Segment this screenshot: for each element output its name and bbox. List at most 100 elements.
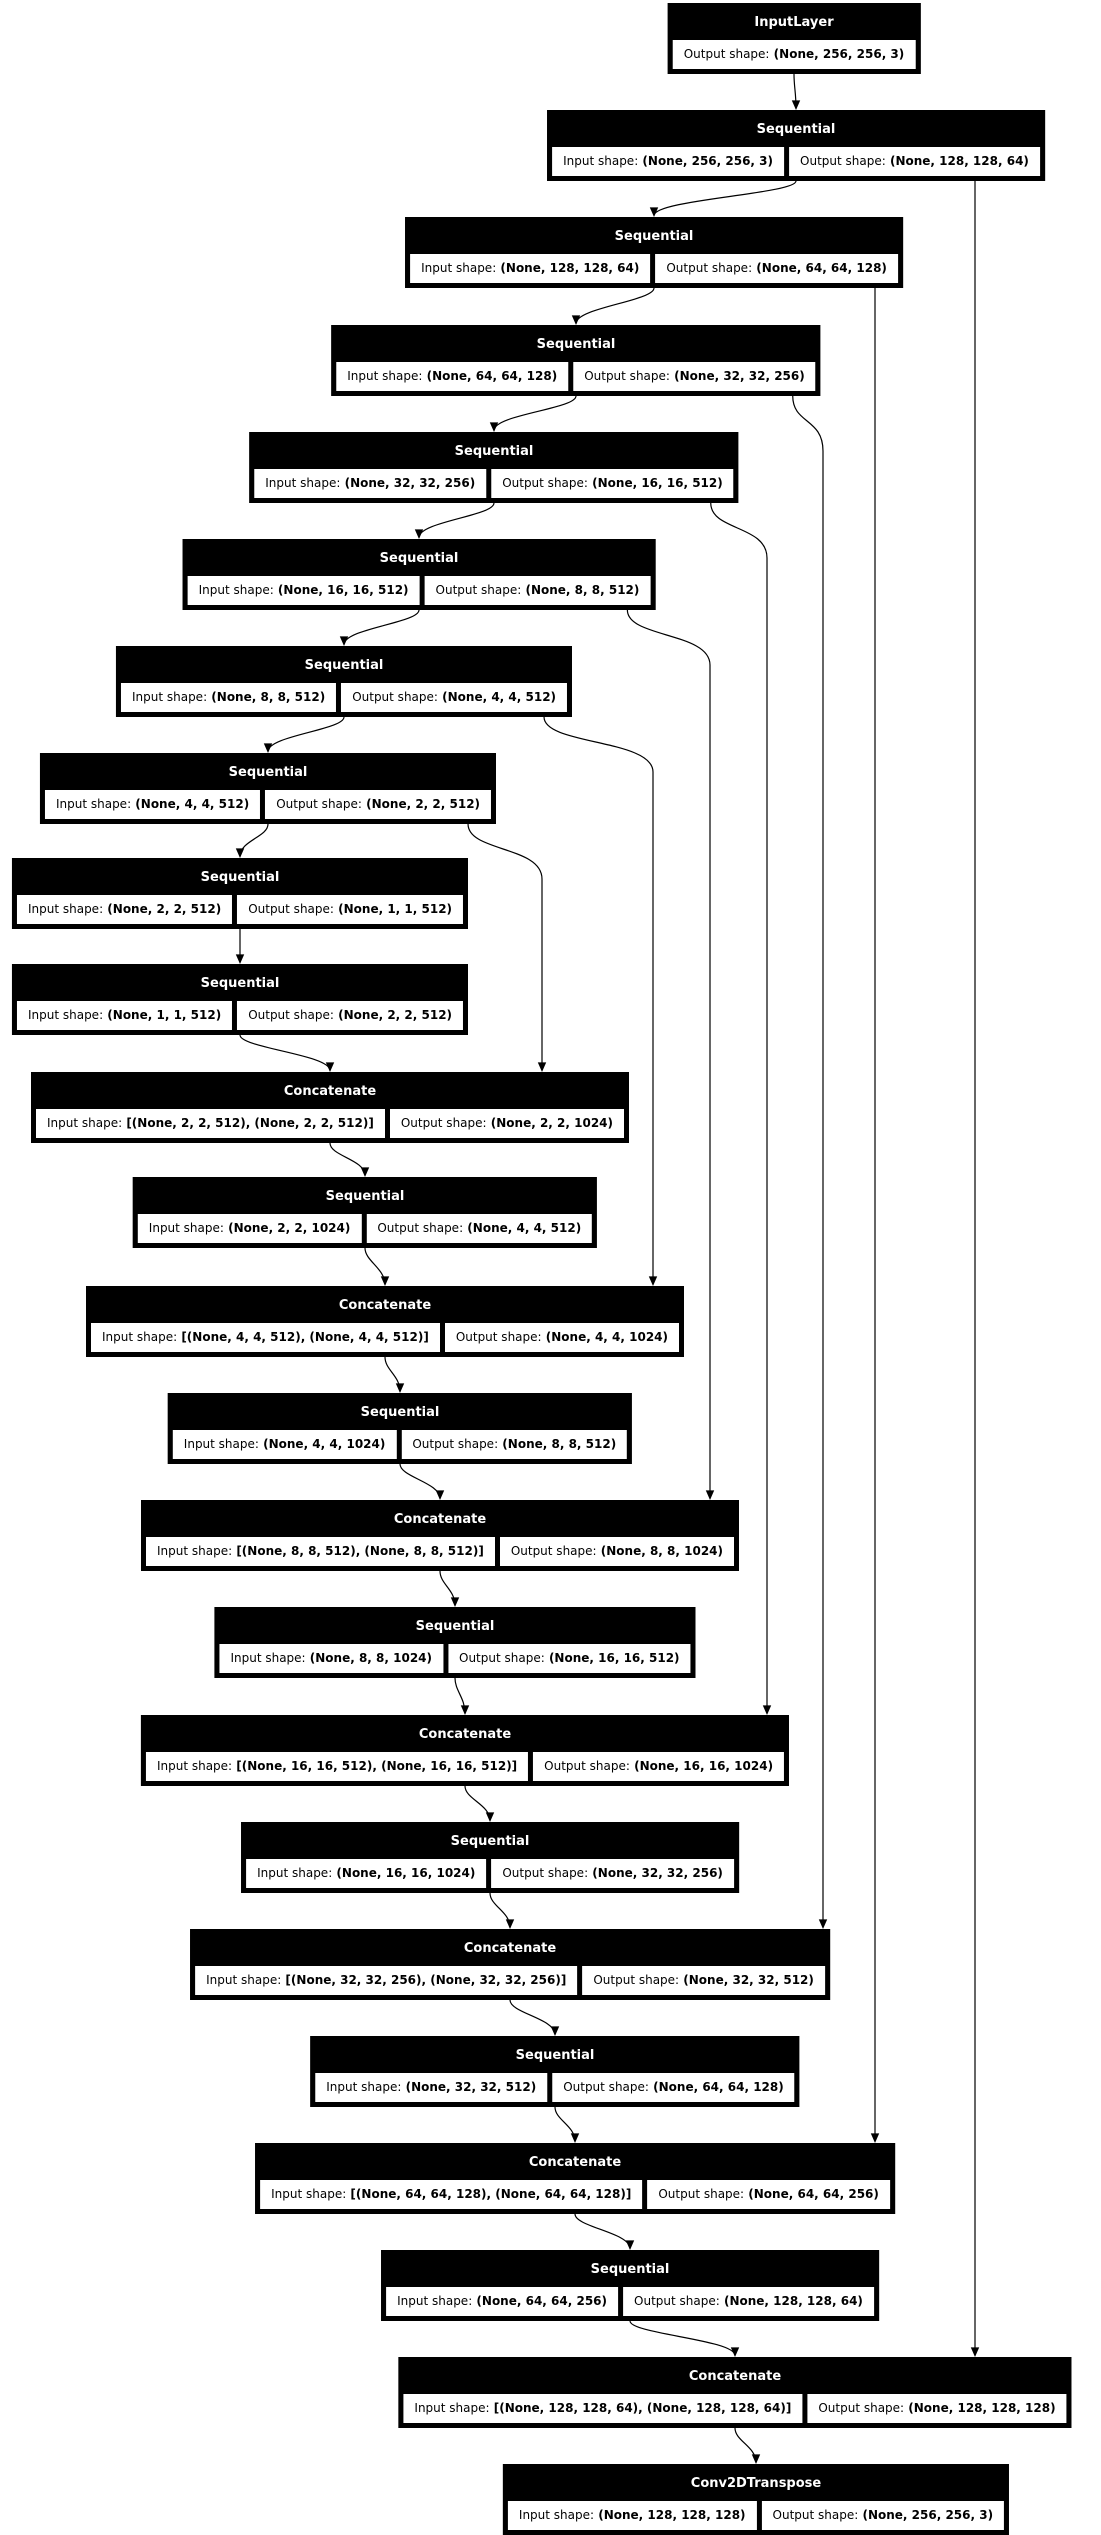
- output-shape-cell: Output shape: (None, 32, 32, 256): [491, 1859, 734, 1888]
- output-shape-cell: Output shape: (None, 16, 16, 512): [448, 1644, 691, 1673]
- edge-chain-n14-n15: [399, 1463, 445, 1500]
- shape-value: (None, 32, 32, 256): [669, 369, 805, 383]
- shape-label: Output shape:: [502, 476, 588, 490]
- shape-label: Output shape:: [455, 1330, 542, 1344]
- input-shape-cell: Input shape: (None, 128, 128, 128): [507, 2501, 757, 2530]
- input-shape-cell: Input shape: (None, 256, 256, 3): [552, 147, 785, 176]
- shape-value: (None, 64, 64, 256): [744, 2187, 879, 2201]
- shape-value: (None, 32, 32, 256): [340, 476, 476, 490]
- node-sequential-n14: Sequential Input shape: (None, 4, 4, 102…: [167, 1393, 633, 1464]
- node-sequential-n20: Sequential Input shape: (None, 32, 32, 5…: [310, 2036, 800, 2107]
- shape-value: (None, 4, 4, 512): [437, 690, 557, 704]
- edge-chain-n5-n6: [414, 502, 495, 539]
- edge-chain-n3-n4: [571, 287, 655, 325]
- edge-chain-n6-n7: [339, 609, 420, 646]
- shape-value: (None, 16, 16, 1024): [629, 1759, 774, 1773]
- layer-shape-cells: Input shape: [(None, 64, 64, 128), (None…: [256, 2180, 894, 2213]
- layer-shape-cells: Input shape: [(None, 32, 32, 256), (None…: [191, 1966, 829, 1999]
- shape-label: Output shape:: [666, 261, 753, 275]
- shape-label: Input shape:: [563, 154, 639, 168]
- node-sequential-n12: Sequential Input shape: (None, 2, 2, 102…: [132, 1177, 598, 1248]
- shape-value: [(None, 8, 8, 512), (None, 8, 8, 512)]: [232, 1544, 484, 1558]
- shape-label: Output shape:: [248, 1008, 334, 1022]
- output-shape-cell: Output shape: (None, 16, 16, 1024): [533, 1752, 785, 1781]
- shape-label: Input shape:: [265, 476, 341, 490]
- layer-shape-cells: Input shape: [(None, 4, 4, 512), (None, …: [87, 1323, 683, 1356]
- input-shape-cell: Input shape: (None, 128, 128, 64): [410, 254, 651, 283]
- shape-label: Input shape:: [102, 1330, 178, 1344]
- shape-value: [(None, 4, 4, 512), (None, 4, 4, 512)]: [177, 1330, 429, 1344]
- output-shape-cell: Output shape: (None, 8, 8, 512): [424, 576, 651, 605]
- output-shape-cell: Output shape: (None, 8, 8, 512): [401, 1430, 628, 1459]
- node-sequential-n16: Sequential Input shape: (None, 8, 8, 102…: [214, 1607, 696, 1678]
- layer-shape-cells: Input shape: (None, 1, 1, 512)Output sha…: [13, 1001, 467, 1034]
- output-shape-cell: Output shape: (None, 4, 4, 1024): [444, 1323, 679, 1352]
- shape-value: (None, 32, 32, 512): [401, 2080, 537, 2094]
- shape-value: (None, 128, 128, 128): [904, 2401, 1056, 2415]
- output-shape-cell: Output shape: (None, 128, 128, 128): [807, 2394, 1067, 2423]
- edge-chain-n19-n20: [509, 1999, 560, 2036]
- shape-value: (None, 2, 2, 512): [361, 797, 481, 811]
- input-shape-cell: Input shape: [(None, 32, 32, 256), (None…: [195, 1966, 578, 1995]
- layer-shape-cells: Input shape: (None, 4, 4, 512) Output sha…: [41, 790, 495, 823]
- layer-type-title: Concatenate: [338, 1298, 432, 1313]
- shape-value: (None, 2, 2, 1024): [223, 1221, 351, 1235]
- output-shape-cell: Output shape: (None, 2, 2, 1024): [389, 1109, 624, 1138]
- layer-shape-cells: Input shape: (None, 4, 4, 1024)Output sh…: [169, 1430, 631, 1463]
- layer-shape-cells: Input shape: [(None, 128, 128, 64), (Non…: [399, 2394, 1070, 2427]
- shape-label: Input shape:: [326, 2080, 402, 2094]
- input-shape-cell: Input shape: (None, 4, 4, 512): [44, 790, 261, 819]
- shape-label: Input shape:: [148, 1221, 224, 1235]
- shape-value: (None, 256, 256, 3): [638, 154, 774, 168]
- shape-label: Input shape:: [414, 2401, 490, 2415]
- shape-label: Output shape:: [634, 2294, 720, 2308]
- shape-value: (None, 1, 1, 512): [103, 1008, 222, 1022]
- edge-chain-n18-n19: [489, 1892, 515, 1929]
- input-shape-cell: Input shape: (None, 8, 8, 1024): [219, 1644, 444, 1673]
- shape-value: [(None, 2, 2, 512), (None, 2, 2, 512)]: [122, 1116, 374, 1130]
- edge-chain-n22-n23: [629, 2320, 740, 2357]
- shape-label: Output shape:: [510, 1544, 597, 1558]
- layer-type-title: Sequential: [756, 122, 836, 137]
- layer-type-title: Concatenate: [528, 2155, 622, 2170]
- shape-value: (None, 4, 4, 1024): [541, 1330, 668, 1344]
- shape-value: (None, 16, 16, 512): [273, 583, 409, 597]
- layer-type-title: Sequential: [614, 229, 694, 244]
- output-shape-cell: Output shape: (None, 16, 16, 512): [491, 469, 734, 498]
- shape-label: Output shape:: [584, 369, 670, 383]
- shape-label: Output shape:: [412, 1437, 499, 1451]
- edge-chain-n23-n24: [734, 2427, 761, 2464]
- shape-label: Input shape:: [47, 1116, 123, 1130]
- layer-shape-cells: Input shape: (None, 32, 32, 256)Output s…: [250, 469, 737, 502]
- input-shape-cell: Input shape: (None, 2, 2, 1024): [137, 1214, 362, 1243]
- edge-skip-n6-n15: [626, 609, 715, 1500]
- layer-shape-cells: Input shape: (None, 64, 64, 128)Output s…: [332, 362, 819, 395]
- input-shape-cell: Input shape: (None, 8, 8, 512): [120, 683, 337, 712]
- shape-value: (None, 16, 16, 1024): [332, 1866, 476, 1880]
- shape-value: (None, 64, 64, 128): [752, 261, 887, 275]
- edge-skip-n8-n11: [467, 823, 547, 1072]
- edge-chain-n11-n12: [329, 1142, 370, 1177]
- shape-label: Output shape:: [563, 2080, 649, 2094]
- layer-type-title: Sequential: [200, 976, 280, 991]
- shape-label: Output shape:: [276, 797, 362, 811]
- shape-value: [(None, 64, 64, 128), (None, 64, 64, 128…: [346, 2187, 632, 2201]
- edge-chain-n13-n14: [384, 1356, 405, 1393]
- shape-label: Output shape:: [400, 1116, 487, 1130]
- input-shape-cell: Input shape: (None, 32, 32, 256): [254, 469, 487, 498]
- shape-value: (None, 64, 64, 128): [648, 2080, 784, 2094]
- input-shape-cell: Input shape: [(None, 8, 8, 512), (None, …: [146, 1537, 495, 1566]
- layer-type-title: Concatenate: [688, 2369, 782, 2384]
- node-concatenate-n21: Concatenate Input shape: [(None, 64, 64,…: [255, 2143, 895, 2214]
- input-shape-cell: Input shape: [(None, 16, 16, 512), (None…: [145, 1752, 529, 1781]
- input-shape-cell: Input shape: [(None, 2, 2, 512), (None, …: [36, 1109, 385, 1138]
- edge-chain-n21-n22: [574, 2213, 635, 2250]
- layer-shape-cells: Input shape: [(None, 16, 16, 512), (None…: [142, 1752, 788, 1785]
- layer-shape-cells: Input shape: [(None, 8, 8, 512), (None, …: [142, 1537, 738, 1570]
- node-concatenate-n13: Concatenate Input shape: [(None, 4, 4, 5…: [86, 1286, 684, 1357]
- layer-shape-cells: Input shape: (None, 128, 128, 128)Output…: [504, 2501, 1008, 2534]
- shape-value: (None, 32, 32, 512): [679, 1973, 814, 1987]
- layer-type-title: Concatenate: [393, 1512, 487, 1527]
- shape-label: Input shape:: [183, 1437, 259, 1451]
- shape-value: (None, 1, 1, 512): [333, 902, 453, 916]
